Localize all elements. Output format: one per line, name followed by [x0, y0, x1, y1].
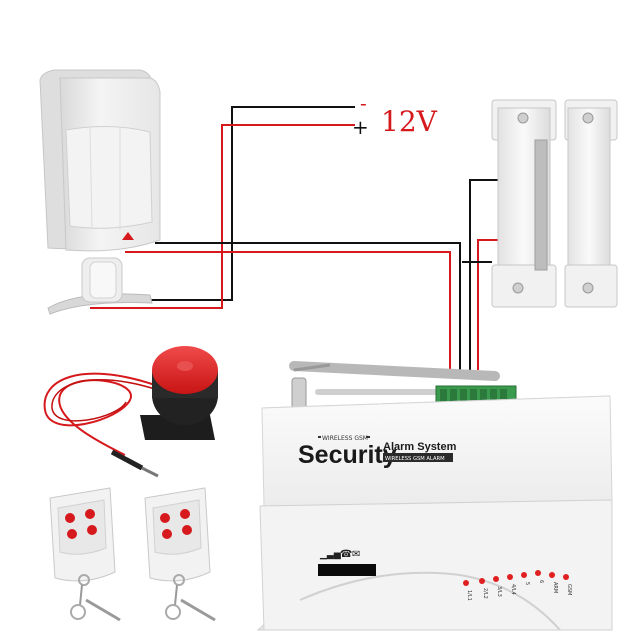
power-negative-label: -	[360, 91, 367, 115]
remote-control-1	[49, 487, 121, 622]
panel-small-header: WIRELESS GSM	[322, 435, 368, 442]
led-label-3: 3/L3	[496, 586, 502, 597]
power-negative-wire	[75, 106, 355, 301]
led-label-2: 2/L2	[482, 588, 488, 599]
led-labels: 1/L1 2/L2 3/L3 4/L4 5 6 ARM GSM	[466, 580, 572, 601]
power-supply-label: - + 12V	[352, 91, 438, 139]
power-voltage-label: 12V	[381, 105, 438, 138]
siren	[43, 346, 218, 478]
gsm-alarm-panel: WIRELESS GSM Security Alarm System WIREL…	[256, 361, 613, 631]
phone-icon: ☎	[340, 549, 352, 560]
signal-icon: ▁▃▅	[319, 550, 342, 560]
panel-display	[318, 564, 376, 576]
led-label-arm: ARM	[552, 582, 558, 593]
panel-subtitle-small: WIRELESS GSM ALARM	[385, 456, 445, 462]
remote-control-2	[144, 487, 216, 622]
pir-signal-wire-black	[155, 242, 461, 370]
led-indicators	[463, 570, 569, 586]
power-positive-wire	[90, 124, 355, 309]
panel-brand-title: Security	[298, 441, 397, 469]
led-label-1: 1/L1	[466, 590, 472, 601]
pir-motion-sensor	[39, 69, 161, 315]
led-label-gsm: GSM	[566, 584, 572, 595]
pir-signal-wire-red	[125, 251, 451, 370]
pir-led-indicator	[122, 232, 134, 240]
status-icons: ▁▃▅ ☎ ✉	[319, 549, 360, 560]
power-positive-label: +	[352, 115, 369, 139]
door-magnetic-contact	[491, 99, 618, 308]
led-label-6: 6	[538, 580, 544, 583]
led-label-4: 4/L4	[510, 584, 516, 595]
envelope-icon: ✉	[352, 549, 360, 560]
panel-subtitle: Alarm System	[383, 441, 457, 453]
led-label-5: 5	[524, 582, 530, 585]
